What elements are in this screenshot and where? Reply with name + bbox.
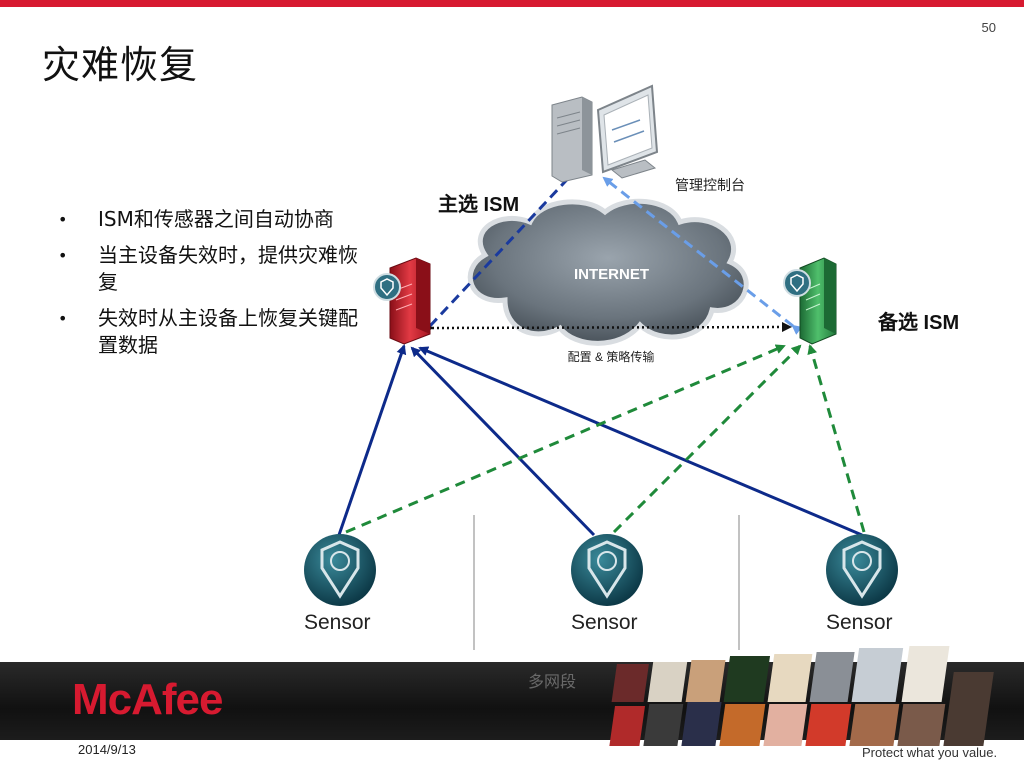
sensor-1-label: Sensor xyxy=(304,611,371,634)
backup-ism-label: 备选 ISM xyxy=(878,312,960,334)
bullet-item: 当主设备失效时，提供灾难恢复 xyxy=(58,242,376,296)
sensor-3-label: Sensor xyxy=(826,611,893,634)
slide-title: 灾难恢复 xyxy=(42,43,199,87)
primary-ism-server-icon xyxy=(373,257,431,345)
sensor3-primary-link xyxy=(418,346,863,537)
management-console-icon xyxy=(551,84,659,183)
top-accent-bar xyxy=(0,0,1024,7)
slide-number: 50 xyxy=(981,20,996,35)
primary-ism-label: 主选 ISM xyxy=(438,194,520,216)
watermark-text: 多网段 xyxy=(528,672,577,691)
footer-photo-collage xyxy=(609,646,994,746)
mcafee-logo: McAfee xyxy=(72,675,223,724)
network-diagram xyxy=(304,84,898,650)
sensor2-primary-link xyxy=(410,346,596,537)
footer-tagline: Protect what you value. xyxy=(862,745,998,760)
bullet-item: ISM和传感器之间自动协商 xyxy=(58,206,376,233)
bullet-list: ISM和传感器之间自动协商 当主设备失效时，提供灾难恢复 失效时从主设备上恢复关… xyxy=(58,206,376,368)
slide-date: 2014/9/13 xyxy=(78,742,136,757)
sensor1-primary-link xyxy=(337,344,407,536)
sensor2-backup-link xyxy=(612,344,802,534)
bullet-item: 失效时从主设备上恢复关键配置数据 xyxy=(58,305,376,359)
sync-label: 配置 & 策略传输 xyxy=(567,350,655,364)
primary-console-link xyxy=(428,168,578,328)
sensor-1-icon xyxy=(304,534,376,606)
sensor3-backup-link xyxy=(807,344,866,533)
sensor-3-icon xyxy=(826,534,898,606)
internet-label: INTERNET xyxy=(574,266,649,283)
backup-ism-server-icon xyxy=(783,257,837,345)
backup-console-link xyxy=(602,176,803,335)
management-console-label: 管理控制台 xyxy=(675,177,745,193)
sensor-2-label: Sensor xyxy=(571,611,638,634)
sensor-2-icon xyxy=(571,534,643,606)
sensor1-backup-link xyxy=(345,344,786,534)
